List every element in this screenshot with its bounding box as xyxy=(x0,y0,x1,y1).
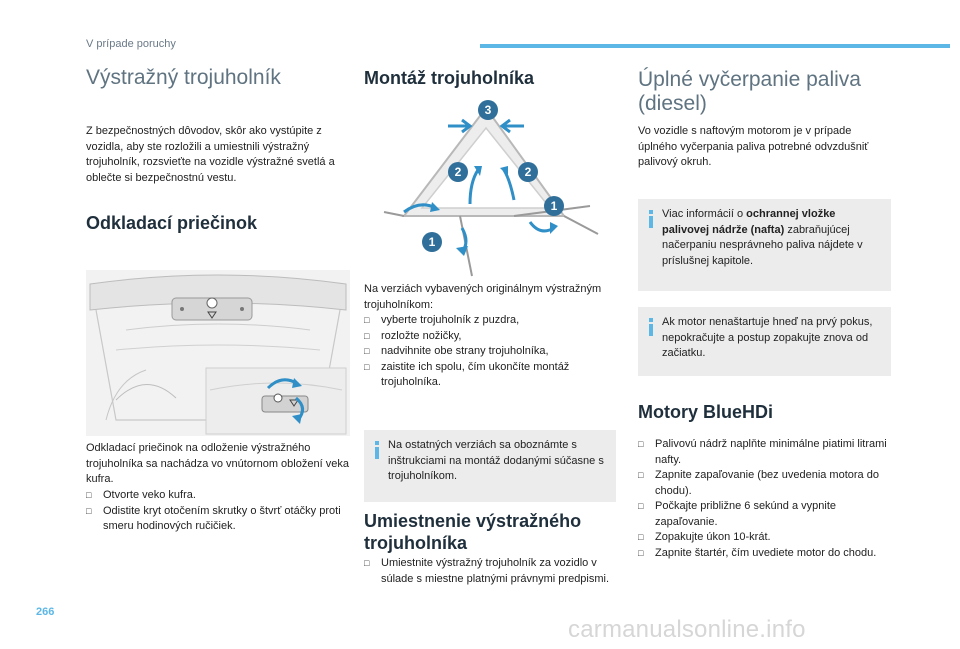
bluehdi-step: Palivovú nádrž naplňte minimálne piatimi… xyxy=(638,437,890,468)
svg-text:1: 1 xyxy=(429,235,436,249)
assembly-note-text: Na ostatných verziách sa oboznámte s inš… xyxy=(388,439,604,482)
restart-note-text: Ak motor nenaštartuje hneď na prvý pokus… xyxy=(662,316,873,359)
step-badge: 2 xyxy=(448,162,468,182)
info-icon xyxy=(649,210,653,228)
svg-text:3: 3 xyxy=(485,103,492,117)
bluehdi-step: Počkajte približne 6 sekúnd a vypnite za… xyxy=(638,499,890,530)
bluehdi-step: Zapnite zapaľovanie (bez uvedenia motora… xyxy=(638,468,890,499)
warning-triangle-title: Výstražný trojuholník xyxy=(86,66,281,89)
info-icon xyxy=(649,318,653,336)
storage-description: Odkladací priečinok na odloženie výstraž… xyxy=(86,442,349,485)
section-label: V prípade poruchy xyxy=(86,38,176,50)
assembly-steps-list: vyberte trojuholník z puzdra, rozložte n… xyxy=(364,313,614,391)
bluehdi-step: Zopakujte úkon 10-krát. xyxy=(638,530,890,546)
triangle-assembly-diagram: 3 2 2 1 1 xyxy=(364,96,614,282)
step-badge: 2 xyxy=(518,162,538,182)
fuel-exhaustion-title: Úplné vyčerpanie paliva (diesel) xyxy=(638,68,861,115)
assembly-title: Montáž trojuholníka xyxy=(364,68,534,88)
storage-step: Otvorte veko kufra. xyxy=(86,488,350,504)
storage-step: Odistite kryt otočením skrutky o štvrť o… xyxy=(86,504,350,535)
assembly-description: Na verziách vybavených originálnym výstr… xyxy=(364,283,602,311)
bluehdi-steps-list: Palivovú nádrž naplňte minimálne piatimi… xyxy=(638,437,890,561)
assembly-step: nadvihnite obe strany trojuholníka, xyxy=(364,344,614,360)
fuel-note-text: Viac informácií o ochrannej vložke paliv… xyxy=(662,208,863,267)
svg-text:1: 1 xyxy=(551,199,558,213)
step-badge: 1 xyxy=(544,196,564,216)
assembly-info-note: Na ostatných verziách sa oboznámte s inš… xyxy=(364,430,616,502)
assembly-step: vyberte trojuholník z puzdra, xyxy=(364,313,614,329)
bluehdi-title: Motory BlueHDi xyxy=(638,402,773,422)
assembly-step: zaistite ich spolu, čím ukončíte montáž … xyxy=(364,360,614,391)
trunk-storage-illustration xyxy=(86,270,350,436)
step-badge: 3 xyxy=(478,100,498,120)
svg-text:2: 2 xyxy=(455,165,462,179)
info-icon xyxy=(375,441,379,459)
storage-steps-list: Otvorte veko kufra. Odistite kryt otočen… xyxy=(86,488,350,535)
svg-text:2: 2 xyxy=(525,165,532,179)
trunk-lid-diagram xyxy=(86,270,350,436)
fuel-info-note: Viac informácií o ochrannej vložke paliv… xyxy=(638,199,891,291)
placement-step: Umiestnite výstražný trojuholník za vozi… xyxy=(364,556,614,587)
placement-steps-list: Umiestnite výstražný trojuholník za vozi… xyxy=(364,556,614,587)
placement-title: Umiestnenie výstražného trojuholníka xyxy=(364,511,582,553)
warning-triangle-intro: Z bezpečnostných dôvodov, skôr ako vystú… xyxy=(86,125,335,184)
fuel-exhaustion-description: Vo vozidle s naftovým motorom je v prípa… xyxy=(638,125,869,168)
page-number: 266 xyxy=(36,606,55,618)
header-accent-bar xyxy=(480,44,950,48)
restart-info-note: Ak motor nenaštartuje hneď na prvý pokus… xyxy=(638,307,891,376)
step-badge: 1 xyxy=(422,232,442,252)
bluehdi-step: Zapnite štartér, čím uvediete motor do c… xyxy=(638,546,890,562)
watermark: carmanualsonline.info xyxy=(568,616,806,643)
storage-title: Odkladací priečinok xyxy=(86,213,258,233)
assembly-step: rozložte nožičky, xyxy=(364,329,614,345)
